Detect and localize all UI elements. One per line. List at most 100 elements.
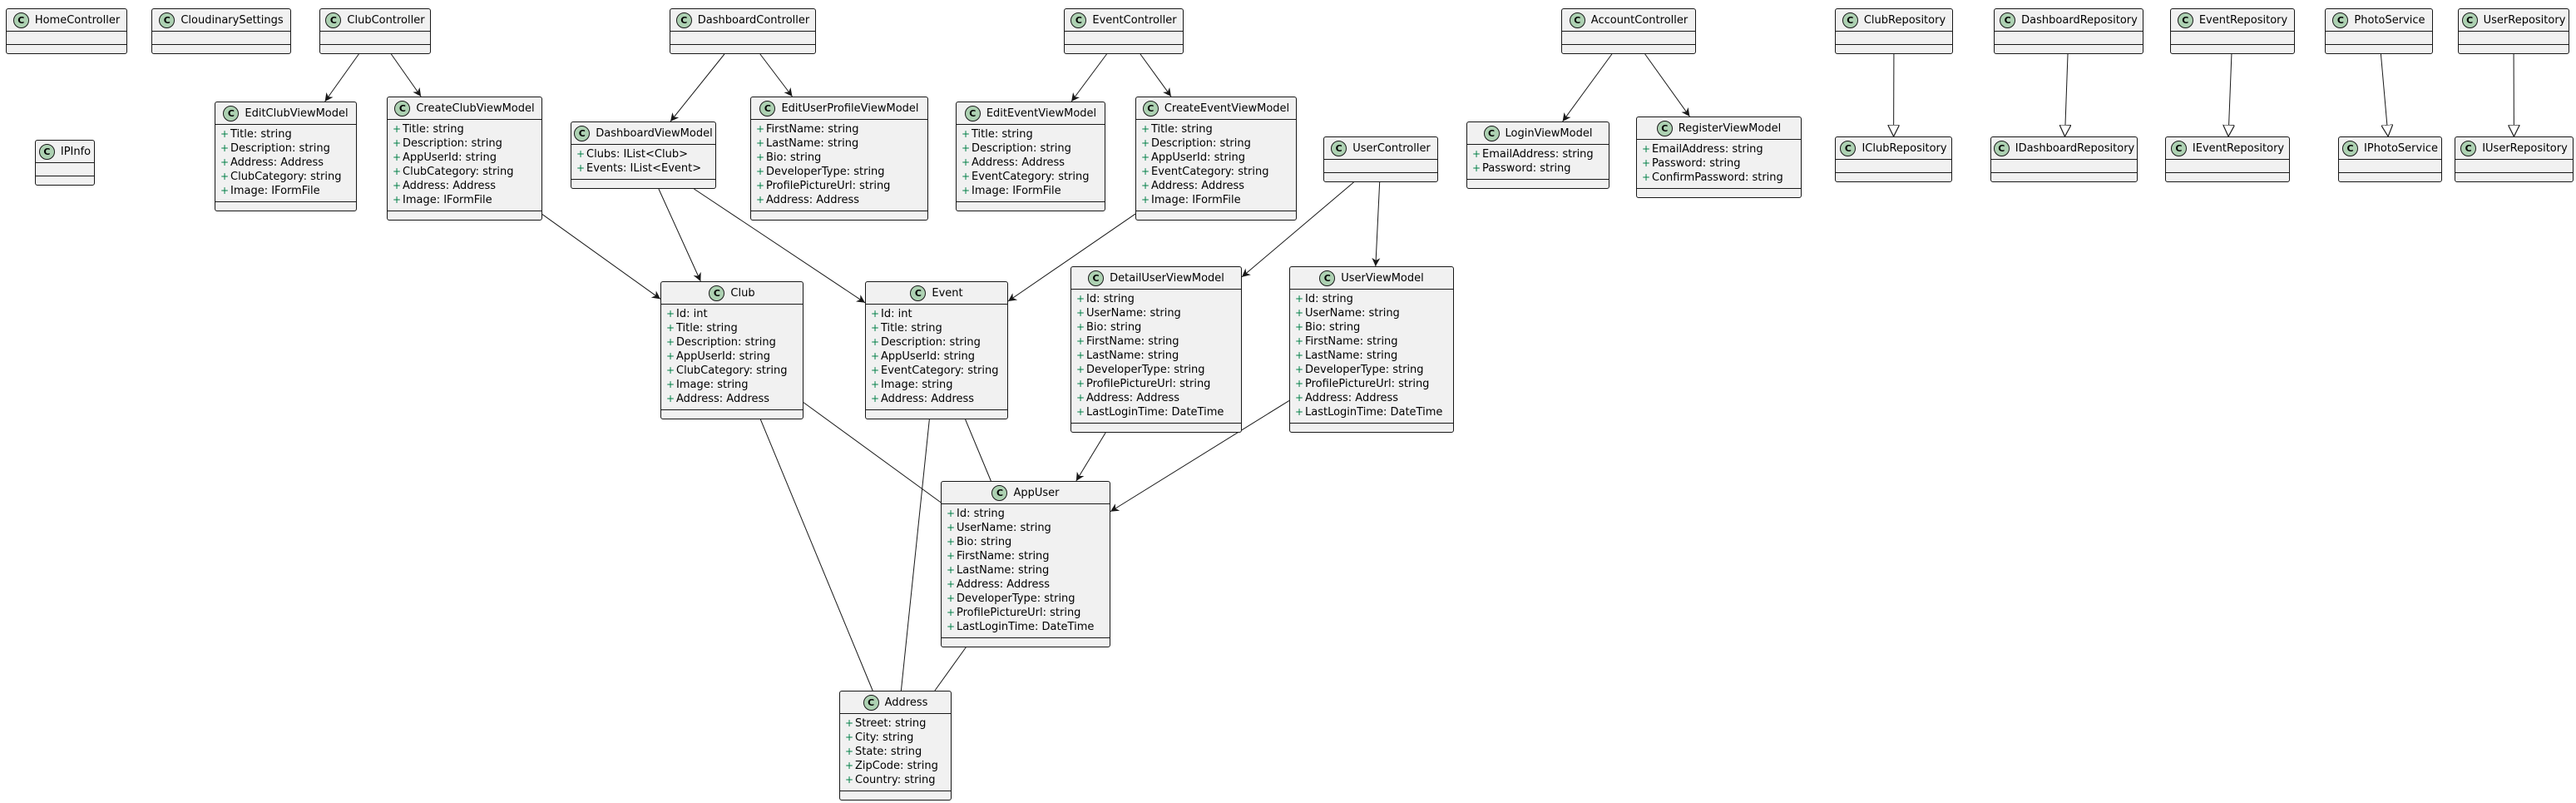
divider [1071,423,1241,424]
public-visibility-icon: + [871,336,880,348]
class-fields: +FirstName: string+LastName: string+Bio:… [751,120,927,211]
field-text: EmailAddress: string [1652,143,1763,156]
class-methods [7,45,126,53]
class-field: +ZipCode: string [845,759,946,773]
class-methods [661,410,803,419]
public-visibility-icon: + [1076,364,1085,375]
public-visibility-icon: + [845,731,854,743]
class-stereotype-icon: C [1070,12,1087,28]
public-visibility-icon: + [666,364,675,376]
class-field: +Id: string [1295,292,1448,306]
class-field: +Description: string [962,141,1100,156]
field-text: Title: string [881,322,942,335]
field-text: DeveloperType: string [766,166,885,178]
public-visibility-icon: + [947,550,956,562]
class-fields [1836,32,1952,44]
class-name: Club [730,286,755,300]
relation-arrow-createeventviewmodel-event [1007,213,1136,302]
public-visibility-icon: + [220,128,230,140]
class-fields [1991,160,2137,172]
divider [661,409,803,410]
class-methods [1136,211,1296,220]
class-field: +Title: string [393,122,536,136]
relation-arrow-detailuserviewmodel-appuser [1075,432,1106,482]
class-methods [866,410,1007,419]
divider [661,304,803,305]
class-methods [215,202,356,211]
class-stereotype-icon: C [991,484,1008,501]
public-visibility-icon: + [393,123,402,135]
class-stereotype-icon: C [709,285,725,301]
divider [1637,139,1801,140]
field-text: AppUserId: string [1151,151,1245,164]
divider [2459,44,2569,45]
divider [1065,31,1183,32]
field-text: EventCategory: string [1151,166,1269,178]
public-visibility-icon: + [1295,349,1304,361]
class-stereotype-icon: C [394,100,411,116]
public-visibility-icon: + [1076,378,1085,389]
field-text: Address: Address [957,578,1051,591]
divider [1995,31,2143,32]
class-field: +FirstName: string [756,122,922,136]
public-visibility-icon: + [756,166,765,177]
relation-line-club-appuser [803,402,942,503]
class-field: +Image: IFormFile [393,193,536,207]
field-text: Country: string [855,774,936,786]
class-field: +AppUserId: string [871,349,1002,364]
divider [1836,44,1952,45]
class-field: +LastName: string [1076,349,1236,363]
public-visibility-icon: + [1295,378,1304,389]
public-visibility-icon: + [871,364,880,376]
public-visibility-icon: + [962,156,971,168]
public-visibility-icon: + [666,393,675,404]
field-text: Title: string [403,123,464,136]
class-field: +ClubCategory: string [666,364,798,378]
public-visibility-icon: + [947,607,956,618]
class-name: EditEventViewModel [986,107,1097,120]
relation-line-club-address [759,419,873,691]
class-field: +Address: Address [220,156,351,170]
class-fields: +Id: int+Title: string+Description: stri… [866,305,1007,409]
field-text: AppUserId: string [403,151,497,164]
field-text: City: string [855,731,914,744]
relation-realize-dashboardrepository-idashboardrepository [2064,53,2068,136]
class-field: +Description: string [666,335,798,349]
public-visibility-icon: + [947,578,956,590]
